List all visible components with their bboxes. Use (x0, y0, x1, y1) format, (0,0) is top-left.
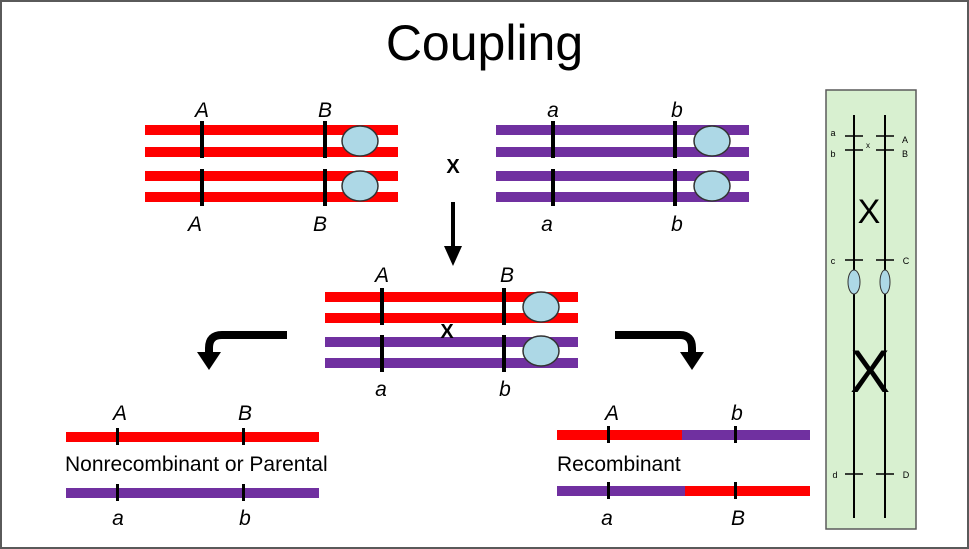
left-curved-arrow-icon (197, 331, 287, 370)
locus-A (116, 428, 119, 445)
sketch-label-a: a (830, 128, 835, 138)
f1-heterozygote: X A B a b (325, 264, 578, 401)
chromatid-AB-3 (145, 171, 398, 181)
label-a: a (601, 507, 613, 530)
label-A-bottom: A (186, 213, 202, 236)
cross-symbol: X (446, 156, 460, 178)
locus-a (116, 484, 119, 501)
chromatid-AB-4 (145, 192, 398, 202)
locus-a (607, 482, 610, 499)
centromere (693, 170, 731, 202)
locus-a-top (551, 121, 555, 158)
label-B: B (500, 264, 514, 287)
parent-left: A B A B (145, 99, 398, 236)
locus-B-top (323, 121, 327, 158)
centromere (693, 125, 731, 157)
locus-b (502, 335, 506, 372)
sketch-label-D: D (903, 470, 910, 480)
sidebar-panel (825, 89, 917, 530)
chromosome-aB-purple-part (557, 486, 685, 496)
chromatid-ab-3 (496, 171, 749, 181)
parental-caption: Nonrecombinant or Parental (65, 453, 328, 476)
locus-a (380, 335, 384, 372)
recombinant-caption: Recombinant (557, 453, 681, 476)
sketch-centromere (847, 269, 861, 295)
label-B-bottom: B (313, 213, 327, 236)
label-A-top: A (193, 99, 209, 122)
label-A: A (373, 264, 389, 287)
sketch-label-x: x (866, 141, 870, 150)
sketch-label-c: c (831, 256, 836, 266)
label-a: a (375, 378, 387, 401)
locus-b (242, 484, 245, 501)
chromosome-AB (66, 432, 319, 442)
chromatid-AB-1 (325, 292, 578, 302)
label-B: B (238, 402, 252, 425)
label-b: b (731, 402, 743, 425)
sketch-label-B: B (902, 149, 908, 159)
label-A: A (111, 402, 127, 425)
chromatid-ab-2 (496, 147, 749, 157)
label-b: b (239, 507, 251, 530)
right-curved-arrow-icon (615, 331, 704, 370)
sketch-crossover-mark: X (858, 193, 881, 231)
sketch-centromere (879, 269, 891, 295)
down-arrow-icon (444, 202, 462, 266)
label-a-bottom: a (541, 213, 553, 236)
parental-chromosomes: A B a b (66, 402, 319, 530)
sketch-crossover-mark: X (850, 338, 890, 405)
sketch-label-C: C (903, 256, 910, 266)
crossover-mark: X (440, 321, 454, 343)
locus-A-bottom (200, 169, 204, 206)
chromosome-aB-red-part (685, 486, 810, 496)
locus-A (607, 426, 610, 443)
chromatid-AB-1 (145, 125, 398, 135)
slide-title: Coupling (385, 15, 584, 71)
locus-A-top (200, 121, 204, 158)
locus-a-bottom (551, 169, 555, 206)
chromatid-ab-2 (325, 358, 578, 368)
label-a-top: a (547, 99, 559, 122)
chromosome-ab (66, 488, 319, 498)
chromatid-ab-1 (496, 125, 749, 135)
locus-B (502, 288, 506, 325)
chromosome-Ab-red-part (557, 430, 682, 440)
label-B-top: B (318, 99, 332, 122)
label-a: a (112, 507, 124, 530)
parent-right: a b a b (496, 99, 749, 236)
label-b: b (499, 378, 511, 401)
recombinant-chromosomes: A b a B (557, 402, 810, 530)
chromatid-AB-2 (145, 147, 398, 157)
chromosome-Ab-purple-part (682, 430, 810, 440)
sketch-label-b: b (830, 149, 835, 159)
locus-B (734, 482, 737, 499)
chromatid-AB-2 (325, 313, 578, 323)
centromere (341, 170, 379, 202)
label-B: B (731, 507, 745, 530)
locus-A (380, 288, 384, 325)
label-b-bottom: b (671, 213, 683, 236)
centromere (522, 335, 560, 367)
locus-b-bottom (673, 169, 677, 206)
centromere (522, 291, 560, 323)
locus-b (734, 426, 737, 443)
locus-b-top (673, 121, 677, 158)
sidebar-sketch: a b A B x c C d D X X (825, 89, 917, 530)
sketch-label-A: A (902, 135, 908, 145)
sketch-label-d: d (832, 470, 837, 480)
label-b-top: b (671, 99, 683, 122)
label-A: A (603, 402, 619, 425)
chromatid-ab-1 (325, 337, 578, 347)
locus-B-bottom (323, 169, 327, 206)
centromere (341, 125, 379, 157)
locus-B (242, 428, 245, 445)
chromatid-ab-4 (496, 192, 749, 202)
